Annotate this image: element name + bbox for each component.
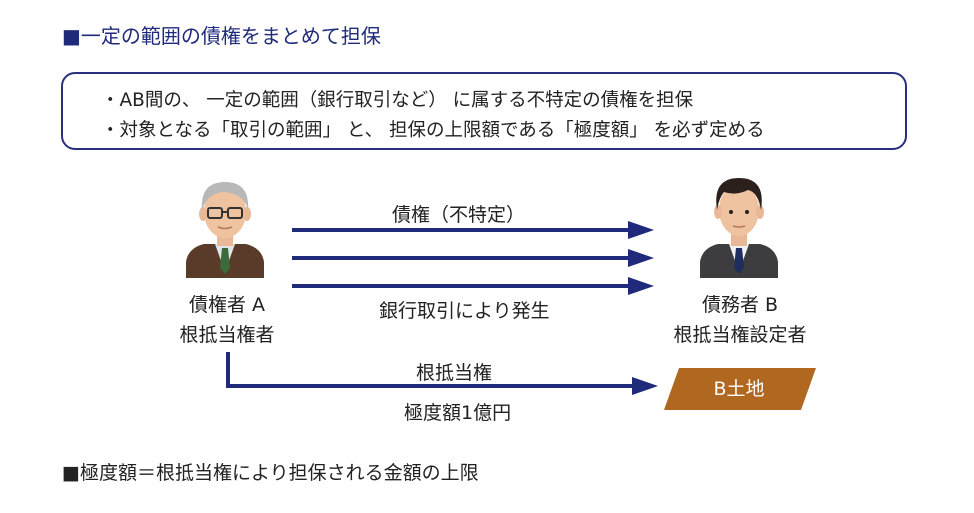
footer-note: ■極度額＝根抵当権により担保される金額の上限	[62, 462, 479, 484]
debtor-name: 債務者 B	[701, 294, 779, 316]
page-title: ■一定の範囲の債権をまとめて担保	[62, 24, 381, 48]
mortgage-arrow-head	[632, 377, 658, 395]
claim-arrow-2-head	[628, 249, 654, 267]
creditor-a-illustration	[186, 182, 264, 278]
summary-line-2: ・対象となる「取引の範囲」 と、 担保の上限額である「極度額」 を必ず定める	[101, 120, 765, 141]
claim-label: 債権（不特定）	[392, 204, 526, 226]
summary-box: ・AB間の、 一定の範囲（銀行取引など） に属する不特定の債権を担保 ・対象とな…	[61, 72, 907, 150]
debtor-b-illustration	[700, 178, 778, 278]
land-label: B土地	[713, 378, 765, 400]
creditor-role: 根抵当権者	[179, 324, 275, 346]
summary-line-1: ・AB間の、 一定の範囲（銀行取引など） に属する不特定の債権を担保	[101, 90, 694, 111]
land-shape	[664, 368, 816, 410]
limit-label: 極度額1億円	[404, 402, 512, 424]
mortgage-arrow	[226, 352, 634, 388]
claim-arrow-1-head	[628, 221, 654, 239]
origin-label: 銀行取引により発生	[379, 300, 550, 322]
mortgage-label: 根抵当権	[416, 362, 493, 384]
debtor-role: 根抵当権設定者	[673, 324, 807, 346]
creditor-name: 債権者 A	[188, 294, 266, 316]
claim-arrow-3-head	[628, 277, 654, 295]
